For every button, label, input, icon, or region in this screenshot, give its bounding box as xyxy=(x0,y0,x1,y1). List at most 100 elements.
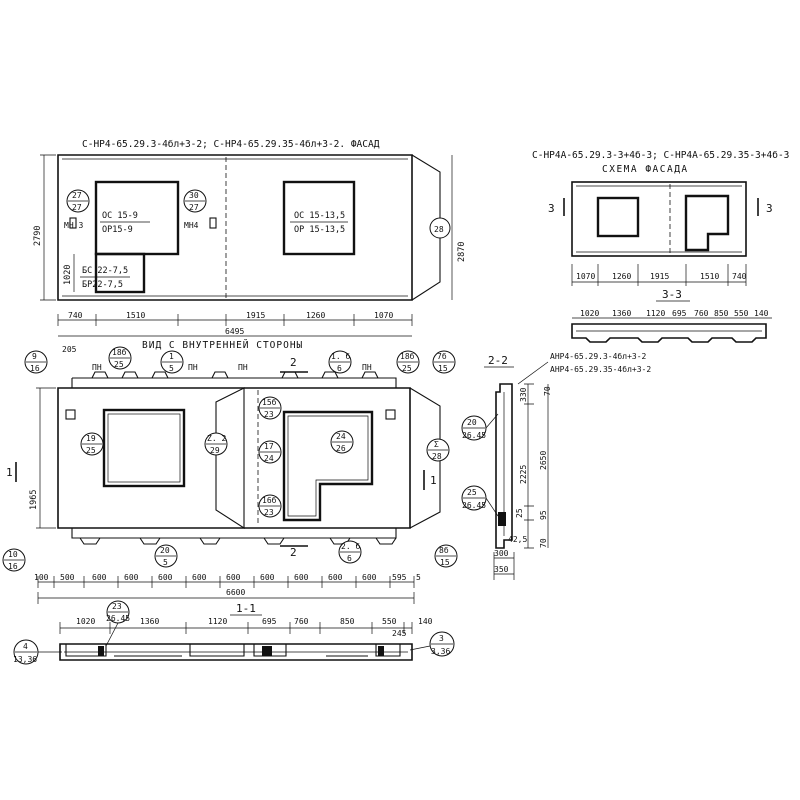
section-3-3-title: 3-3 xyxy=(662,288,682,301)
section-1-1-steel xyxy=(98,646,104,656)
inner-bottom-dim: 600 xyxy=(260,573,275,582)
section-2-2-profile xyxy=(495,383,513,549)
schema-dim: 740 xyxy=(732,272,747,281)
section-2-2-dim: 42,5 xyxy=(508,535,527,544)
section-1-1-steel xyxy=(378,646,384,656)
facade-left-window-label-bottom: ОР15-9 xyxy=(102,225,133,235)
inner-callout-top: 1 xyxy=(169,352,174,361)
inner-callout-top: Z. 2 xyxy=(207,434,226,443)
section-2-2-label: АНР4-65.29.3-4бл+3-2 xyxy=(550,351,647,361)
inner-bottom-dim: 500 xyxy=(60,573,75,582)
section-3-3-dim: 695 xyxy=(672,309,687,318)
inner-callout-bottom: 5 xyxy=(169,364,174,373)
section-1-1-callout: 3 3,36 xyxy=(429,631,455,657)
section-2-2-dim: 2225 xyxy=(519,465,528,484)
section-2-2-title: 2-2 xyxy=(488,354,508,367)
facade-total-dim: 6495 xyxy=(225,327,244,336)
inner-callout-top: 8б xyxy=(439,545,449,555)
facade-bottom-dim: 1260 xyxy=(306,311,325,320)
section-3-3-dim: 1120 xyxy=(646,309,665,318)
section-3-3-dim: 760 xyxy=(694,309,709,318)
facade-left-window-label-top: ОС 15-9 xyxy=(102,211,138,221)
section-2-2-dim: 2650 xyxy=(539,451,548,470)
inner-height-dim-line xyxy=(36,387,56,529)
section-2-2-dim: 25 xyxy=(515,508,524,518)
facade-bottom-dim: 740 xyxy=(68,311,83,320)
schema-dim: 1260 xyxy=(612,272,631,281)
inner-callout-top: 24 xyxy=(336,432,346,441)
inner-bottom-dim-line xyxy=(37,576,415,588)
inner-callout-top: 7б xyxy=(437,351,447,361)
section-2-2-dim: 350 xyxy=(494,565,509,574)
inner-callout-bottom: 16 xyxy=(8,562,18,571)
section-2-2-callout: 20 26.45 xyxy=(461,415,487,441)
facade-loop-left xyxy=(69,217,77,229)
inner-top-notches xyxy=(91,371,379,379)
inner-callout: 9 16 xyxy=(24,350,48,374)
facade-door xyxy=(94,252,146,294)
inner-bottom-dim: 600 xyxy=(294,573,309,582)
inner-callout-bottom: 26 xyxy=(336,444,346,453)
section-1-1-steel xyxy=(262,646,272,656)
inner-callout-top: 18б xyxy=(112,347,127,357)
section-2-2-label: АНР4-65.29.35-4бл+3-2 xyxy=(550,364,651,374)
inner-embed-right xyxy=(385,409,396,420)
schema-dim: 1510 xyxy=(700,272,719,281)
inner-callout: 18б 25 xyxy=(108,346,132,370)
section-3-3-dim: 1020 xyxy=(580,309,599,318)
section-1-1-callout-bottom: 26.45 xyxy=(106,614,130,623)
inner-callout-bottom: 24 xyxy=(264,454,274,463)
inner-callout-bottom: 25 xyxy=(402,364,412,373)
inner-bottom-dim: 600 xyxy=(158,573,173,582)
inner-callout-bottom: 25 xyxy=(86,446,96,455)
inner-callout-top: 10 xyxy=(8,550,18,559)
schema-right-opening xyxy=(684,194,730,252)
inner-callout: 24 26 xyxy=(330,430,354,454)
schema-inner-edge xyxy=(576,185,742,253)
inner-bottom-dim: 100 xyxy=(34,573,49,582)
facade-mn-left: МН 3 xyxy=(64,221,83,230)
section-1-1-dim: 1120 xyxy=(208,617,227,626)
inner-pn-label: ПН xyxy=(362,363,372,372)
section-1-1-callout-top: 23 xyxy=(112,602,122,611)
section-1-1-callout: 4 13,36 xyxy=(13,639,39,665)
facade-bottom-dim: 1070 xyxy=(374,311,393,320)
section-2-2-callout-top: 20 xyxy=(467,418,477,427)
section-3-3-profile xyxy=(571,323,767,343)
inner-callout: 19 25 xyxy=(80,432,104,456)
section-1-1-recesses xyxy=(65,644,401,657)
inner-section-mark-2-bottom-label: 2 xyxy=(290,546,297,559)
facade-callout-bottom: 27 xyxy=(72,203,82,212)
section-1-1-dim: 245 xyxy=(392,629,407,638)
section-2-2-callout: 25 26.45 xyxy=(461,485,487,511)
inner-callout-bottom: 23 xyxy=(264,410,274,419)
inner-right-opening-frame xyxy=(287,415,369,517)
inner-callout-top: 17 xyxy=(264,442,274,451)
inner-view: ВИД С ВНУТРЕННЕЙ СТОРОНЫ ПН ПН ПН ПН 205… xyxy=(2,339,458,604)
inner-left-offset: 205 xyxy=(62,345,77,354)
schema-section-mark-left-label: 3 xyxy=(548,202,555,215)
section-1-1-callout-bottom: 13,36 xyxy=(13,655,37,664)
section-2-2-dim: 70 xyxy=(543,386,552,396)
inner-bottom-dim: 600 xyxy=(226,573,241,582)
inner-bottom-dim: 600 xyxy=(124,573,139,582)
inner-facet xyxy=(215,387,245,530)
section-2-2-leader xyxy=(517,361,549,385)
section-1-1-callout-leader xyxy=(105,622,119,647)
facade-door-label-bottom: БР22-7,5 xyxy=(82,280,123,290)
inner-bottom-dim: 595 xyxy=(392,573,407,582)
schema-left-window xyxy=(596,196,640,238)
inner-section-mark-1-left-label: 1 xyxy=(6,466,13,479)
section-2-2-callout-top: 25 xyxy=(467,488,477,497)
section-3-3-dim: 550 xyxy=(734,309,749,318)
schema-dim-line xyxy=(571,264,747,286)
facade-bottom-dim: 1510 xyxy=(126,311,145,320)
section-1-1-callout-top: 4 xyxy=(23,642,28,651)
facade-height-dim: 2790 xyxy=(33,226,43,246)
section-1-1: 1-1 1020 1360 1120 695 760 850 550 140 2… xyxy=(13,600,455,665)
facade-right-window-label-bottom: ОР 15-13,5 xyxy=(294,225,345,235)
section-1-1-dim: 550 xyxy=(382,617,397,626)
inner-callout-bottom: 28 xyxy=(432,452,442,461)
section-1-1-dim: 140 xyxy=(418,617,433,626)
schema-dim: 1915 xyxy=(650,272,669,281)
